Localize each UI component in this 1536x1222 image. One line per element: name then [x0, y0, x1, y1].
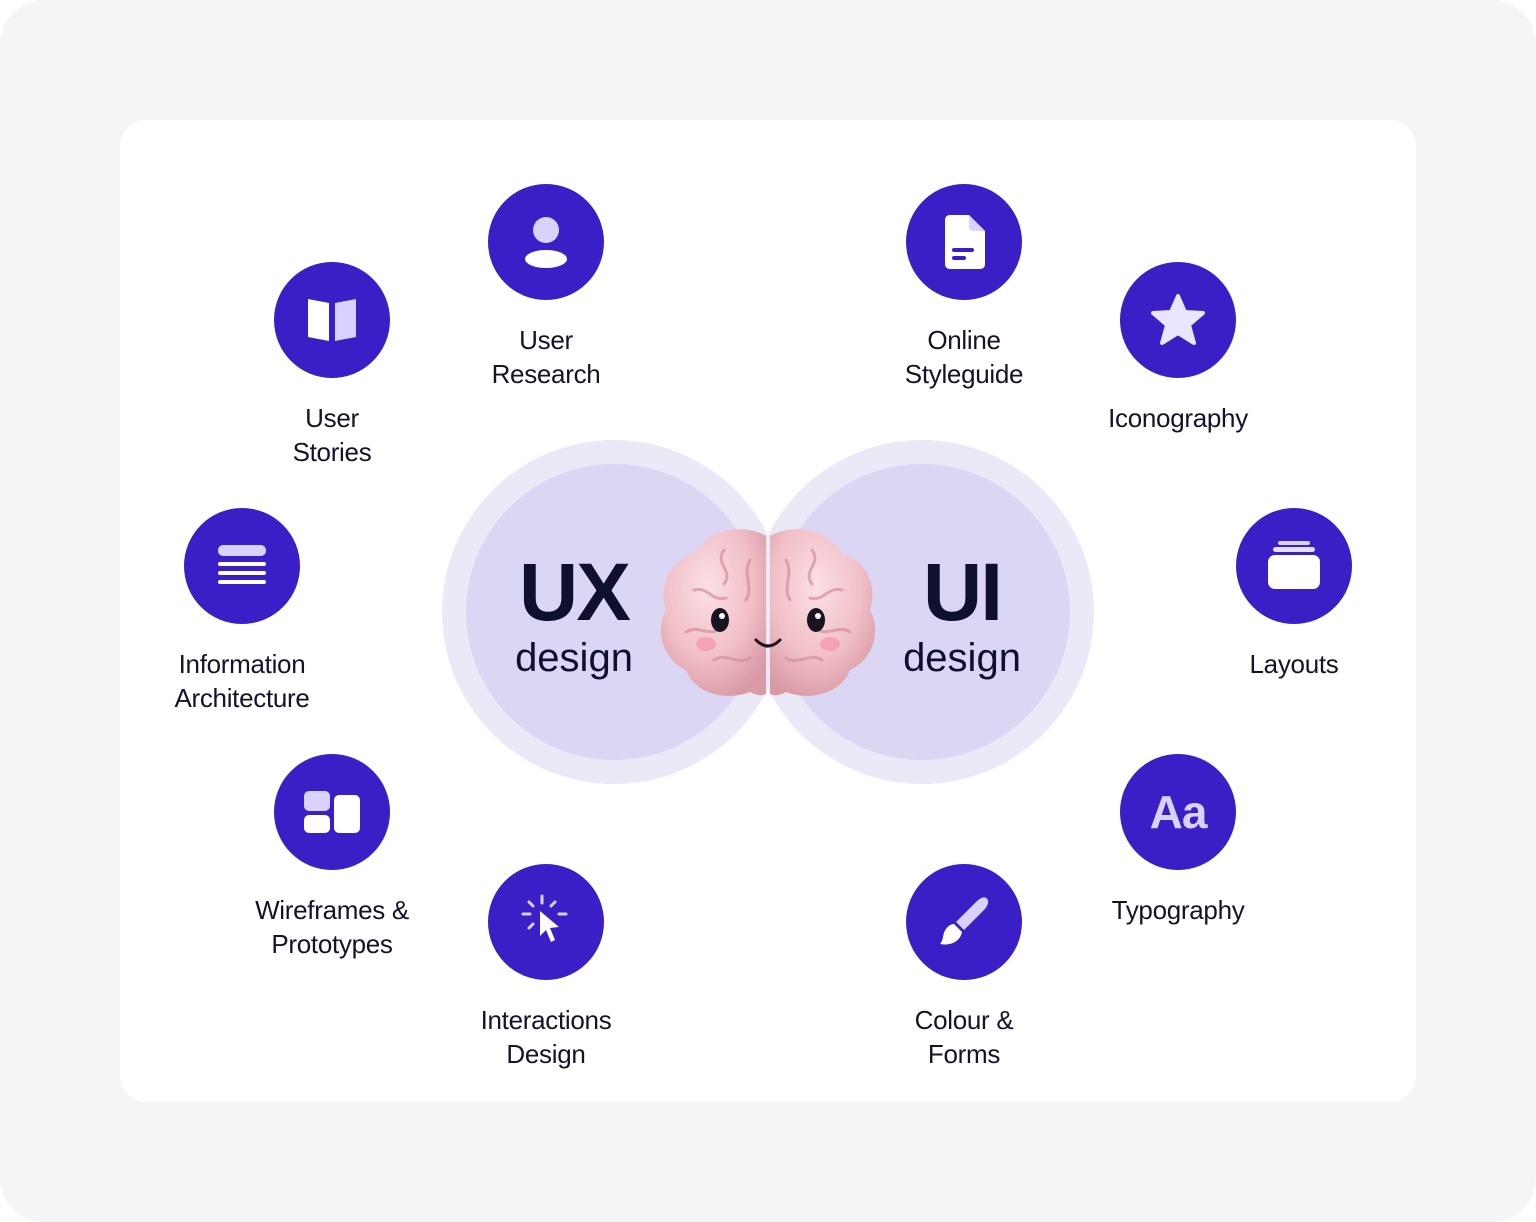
interactions-design-label: Interactions Design [426, 1003, 666, 1071]
user-icon [525, 217, 567, 268]
book-icon [308, 299, 356, 341]
cursor-click-icon [521, 894, 568, 942]
online-styleguide-node[interactable] [906, 184, 1022, 300]
ux-title: UX [519, 547, 631, 638]
ux-label: UX design [484, 547, 664, 681]
ui-title: UI [923, 547, 1003, 638]
online-styleguide-line-2: Styleguide [904, 359, 1024, 389]
wireframes-prototypes-line-1: Wireframes & [255, 895, 409, 925]
typography-label: Typography [1058, 893, 1298, 927]
colour-forms-line-1: Colour & [914, 1005, 1014, 1035]
user-research-line-1: User [519, 325, 573, 355]
list-icon [218, 545, 266, 584]
user-research-line-2: Research [491, 359, 601, 389]
user-stories-node[interactable] [274, 262, 390, 378]
diagram-card: UX design UI design [120, 120, 1416, 1102]
brain-mascot-icon [660, 529, 876, 696]
user-research-label: User Research [426, 323, 666, 391]
information-architecture-node[interactable] [184, 508, 300, 624]
layouts-line-1: Layouts [1249, 649, 1339, 679]
ux-subtitle: design [515, 636, 633, 680]
document-icon [945, 215, 985, 269]
user-stories-line-1: User [305, 403, 359, 433]
wireframes-prototypes-label: Wireframes & Prototypes [212, 893, 452, 961]
star-icon [1151, 294, 1205, 345]
interactions-design-line-1: Interactions [480, 1005, 612, 1035]
layouts-label: Layouts [1174, 647, 1414, 681]
ui-label: UI design [872, 547, 1052, 681]
iconography-label: Iconography [1058, 401, 1298, 435]
user-stories-label: User Stories [212, 401, 452, 469]
iconography-line-1: Iconography [1108, 403, 1248, 433]
paintbrush-icon [940, 897, 989, 945]
typography-aa-icon: Aa [1149, 786, 1208, 838]
online-styleguide-line-1: Online [927, 325, 1001, 355]
interactions-design-node[interactable] [488, 864, 604, 980]
interactions-design-line-2: Design [506, 1039, 586, 1069]
information-architecture-label: Information Architecture [122, 647, 362, 715]
colour-forms-node[interactable] [906, 864, 1022, 980]
typography-line-1: Typography [1111, 895, 1245, 925]
colour-forms-line-2: Forms [927, 1039, 1001, 1069]
typography-node[interactable]: Aa [1120, 754, 1236, 870]
iconography-node[interactable] [1120, 262, 1236, 378]
layouts-node[interactable] [1236, 508, 1352, 624]
wireframes-prototypes-line-2: Prototypes [271, 929, 393, 959]
stacked-cards-icon [1268, 541, 1320, 589]
layout-blocks-icon [304, 791, 360, 833]
wireframes-prototypes-node[interactable] [274, 754, 390, 870]
information-architecture-line-2: Architecture [174, 683, 310, 713]
user-research-node[interactable] [488, 184, 604, 300]
online-styleguide-label: Online Styleguide [844, 323, 1084, 391]
user-stories-line-2: Stories [292, 437, 372, 467]
colour-forms-label: Colour & Forms [844, 1003, 1084, 1071]
ui-subtitle: design [903, 636, 1021, 680]
information-architecture-line-1: Information [178, 649, 306, 679]
